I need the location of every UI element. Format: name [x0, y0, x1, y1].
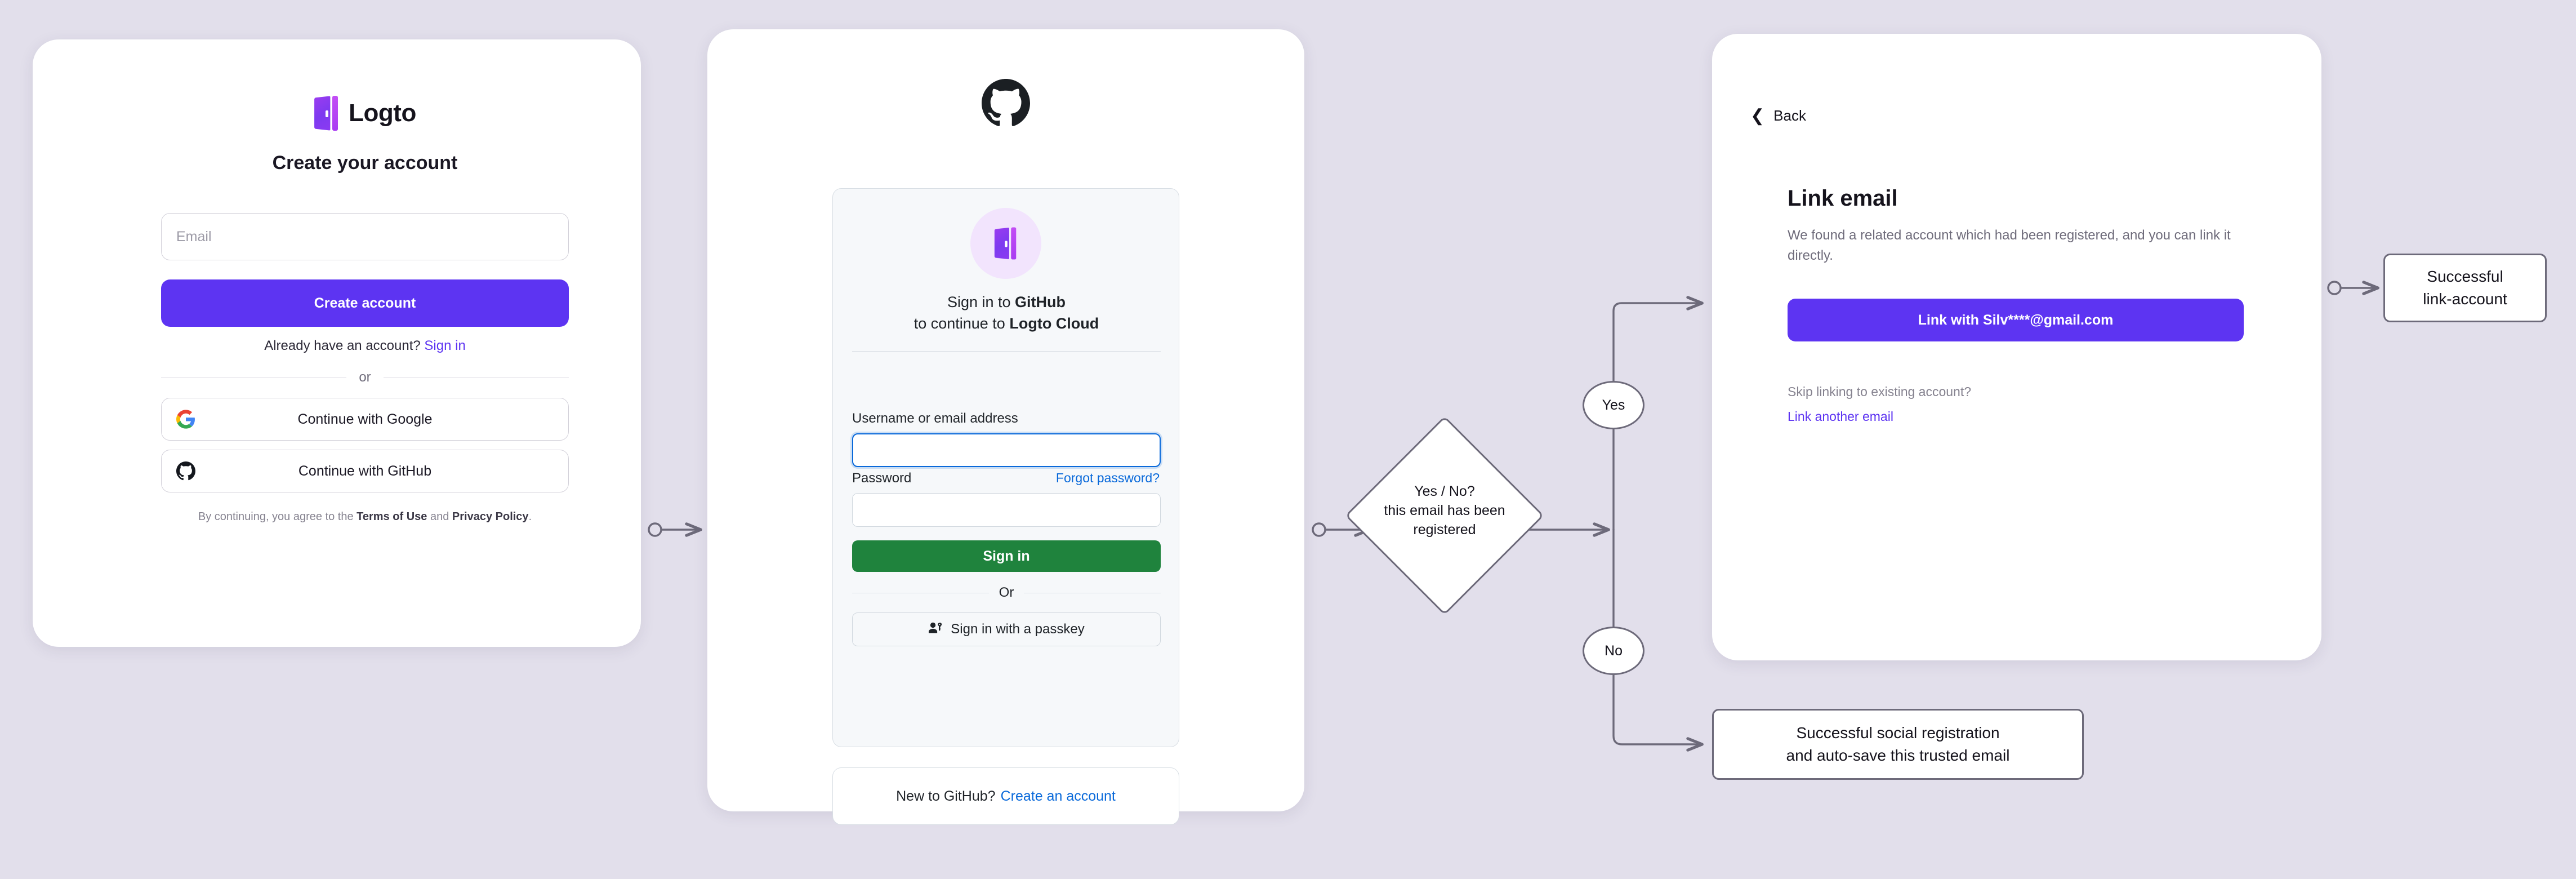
link-email-card: ❮ Back Link email We found a related acc… [1712, 34, 2321, 660]
github-or-divider: Or [852, 583, 1161, 602]
result-link-line-2: link-account [2423, 290, 2507, 308]
new-to-github-panel: New to GitHub? Create an account [832, 767, 1179, 825]
google-button-label: Continue with Google [297, 411, 433, 427]
link-email-title: Link email [1788, 186, 1898, 211]
github-signin-card: Sign in to GitHub to continue to Logto C… [707, 29, 1304, 825]
username-input[interactable] [852, 433, 1161, 467]
github-signin-heading: Sign in to GitHub to continue to Logto C… [833, 291, 1180, 335]
back-button-label: Back [1773, 107, 1806, 124]
panel-divider [852, 351, 1161, 352]
result-social-registration-box: Successful social registration and auto-… [1712, 709, 2084, 780]
logto-logo: Logto [140, 96, 590, 131]
result-social-line-1: Successful social registration [1796, 724, 2000, 742]
branch-no-node: No [1583, 627, 1644, 675]
logto-app-badge [970, 208, 1041, 279]
legal-and: and [430, 510, 449, 523]
decision-line-1: Yes / No? [1414, 483, 1475, 499]
signup-card: Logto Create your account Email Create a… [33, 39, 641, 647]
create-an-account-link[interactable]: Create an account [1000, 788, 1116, 804]
result-social-line-2: and auto-save this trusted email [1786, 747, 2010, 764]
privacy-policy-link[interactable]: Privacy Policy [452, 510, 529, 523]
sign-in-link[interactable]: Sign in [424, 338, 466, 353]
continue-with-github-button[interactable]: Continue with GitHub [161, 450, 569, 492]
legal-text: By continuing, you agree to the Terms of… [140, 510, 590, 523]
forgot-password-link[interactable]: Forgot password? [1055, 470, 1160, 485]
email-input[interactable]: Email [161, 213, 569, 260]
legal-prefix: By continuing, you agree to the [198, 510, 354, 523]
terms-of-use-link[interactable]: Terms of Use [356, 510, 427, 523]
already-have-account-text: Already have an account? [264, 338, 421, 353]
create-account-button[interactable]: Create account [161, 279, 569, 327]
heading-line1-prefix: Sign in to [947, 294, 1011, 310]
decision-diamond-label: Yes / No? this email has been registered [1360, 482, 1529, 539]
logto-wordmark: Logto [349, 99, 416, 127]
decision-line-3: registered [1413, 522, 1476, 538]
email-placeholder: Email [176, 228, 212, 245]
logto-door-icon [314, 96, 340, 131]
divider-label: or [359, 370, 371, 385]
link-with-email-button[interactable]: Link with Silv****@gmail.com [1788, 299, 2244, 341]
already-have-account-row: Already have an account? Sign in [140, 338, 590, 354]
page-title: Create your account [272, 152, 458, 174]
github-icon [176, 461, 195, 481]
link-another-email-link[interactable]: Link another email [1788, 409, 1893, 424]
github-signin-panel: Sign in to GitHub to continue to Logto C… [832, 188, 1179, 747]
password-label: Password [852, 470, 912, 486]
sign-in-with-passkey-button[interactable]: Sign in with a passkey [852, 612, 1161, 646]
result-link-line-1: Successful [2427, 268, 2503, 286]
branch-yes-node: Yes [1583, 381, 1644, 429]
github-logo-icon [982, 79, 1030, 127]
or-divider: or [161, 366, 569, 389]
result-link-account-box: Successful link-account [2383, 254, 2547, 322]
passkey-button-label: Sign in with a passkey [951, 621, 1085, 637]
heading-line1-app: GitHub [1015, 294, 1066, 310]
legal-period: . [528, 510, 532, 523]
back-button[interactable]: ❮ Back [1750, 107, 1806, 125]
username-label: Username or email address [852, 411, 1018, 426]
continue-with-google-button[interactable]: Continue with Google [161, 398, 569, 441]
heading-line2-prefix: to continue to [913, 315, 1005, 332]
divider-label: Or [999, 585, 1014, 600]
decision-line-2: this email has been [1384, 503, 1505, 518]
heading-line2-app: Logto Cloud [1009, 315, 1099, 332]
github-sign-in-button[interactable]: Sign in [852, 540, 1161, 572]
google-icon [176, 410, 195, 429]
skip-linking-text: Skip linking to existing account? [1788, 384, 1972, 399]
password-input[interactable] [852, 493, 1161, 527]
passkey-person-key-icon [928, 621, 943, 638]
logto-door-icon [994, 227, 1018, 260]
chevron-left-icon: ❮ [1750, 106, 1765, 125]
new-to-github-text: New to GitHub? [896, 788, 996, 804]
link-email-description: We found a related account which had bee… [1788, 228, 2231, 264]
github-button-label: Continue with GitHub [298, 463, 432, 479]
